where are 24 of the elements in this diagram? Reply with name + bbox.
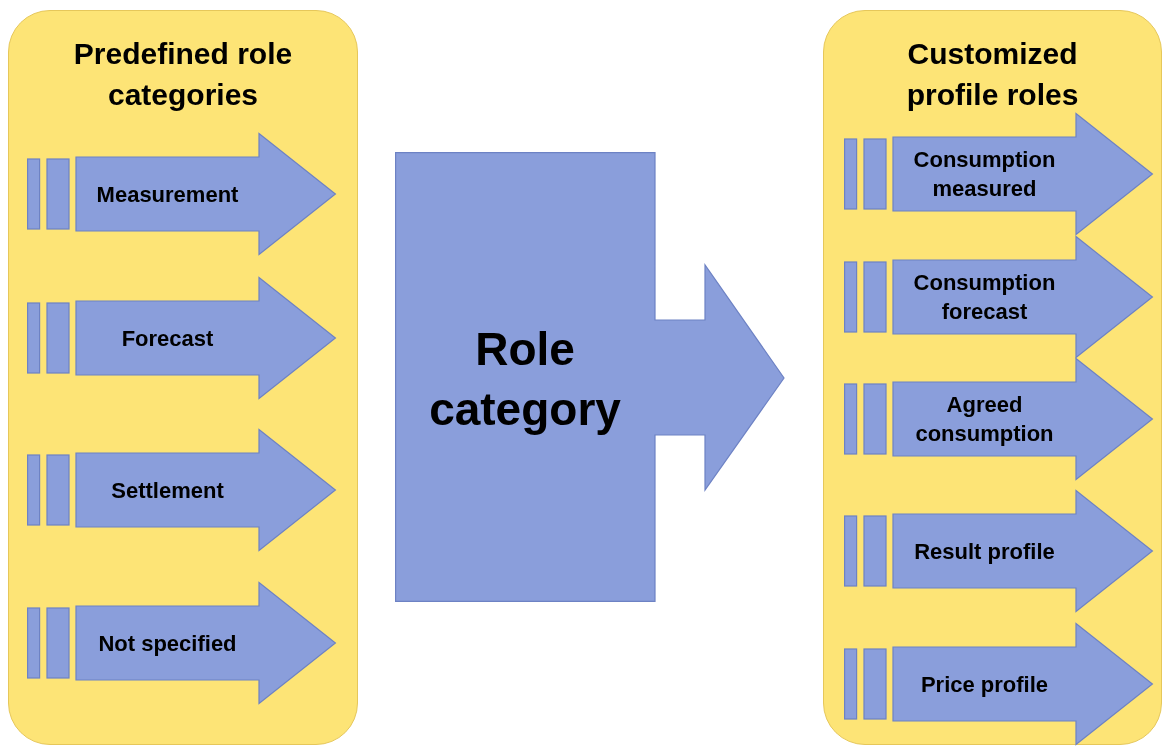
arrow-label: Consumption measured (912, 146, 1057, 203)
arrow-shape (844, 358, 1153, 480)
arrow-shape (27, 133, 336, 255)
panel-heading: Customized profile roles (905, 36, 1080, 113)
arrow-shape (844, 236, 1153, 358)
arrow-label: Price profile (920, 670, 1049, 699)
arrow-shape (27, 582, 336, 704)
arrow-label: Not specified (98, 629, 237, 658)
arrow-label: Consumption forecast (912, 269, 1057, 326)
panel-heading: Predefined role categories (72, 36, 294, 113)
arrow-shape (844, 490, 1153, 612)
arrow-shape (27, 277, 336, 399)
arrow-label: Agreed consumption (914, 391, 1055, 448)
arrow-label: Settlement (111, 476, 224, 505)
arrow-shape (27, 429, 336, 551)
arrow-label: Result profile (914, 537, 1055, 566)
arrow-shape (844, 623, 1153, 745)
arrow-label: Measurement (96, 180, 239, 209)
panel (8, 10, 358, 745)
arrow-label: Forecast (121, 324, 214, 353)
block-arrow-label: Role category (429, 323, 621, 435)
arrow-shape (844, 113, 1153, 235)
block-arrow (395, 152, 785, 602)
panel (823, 10, 1162, 745)
